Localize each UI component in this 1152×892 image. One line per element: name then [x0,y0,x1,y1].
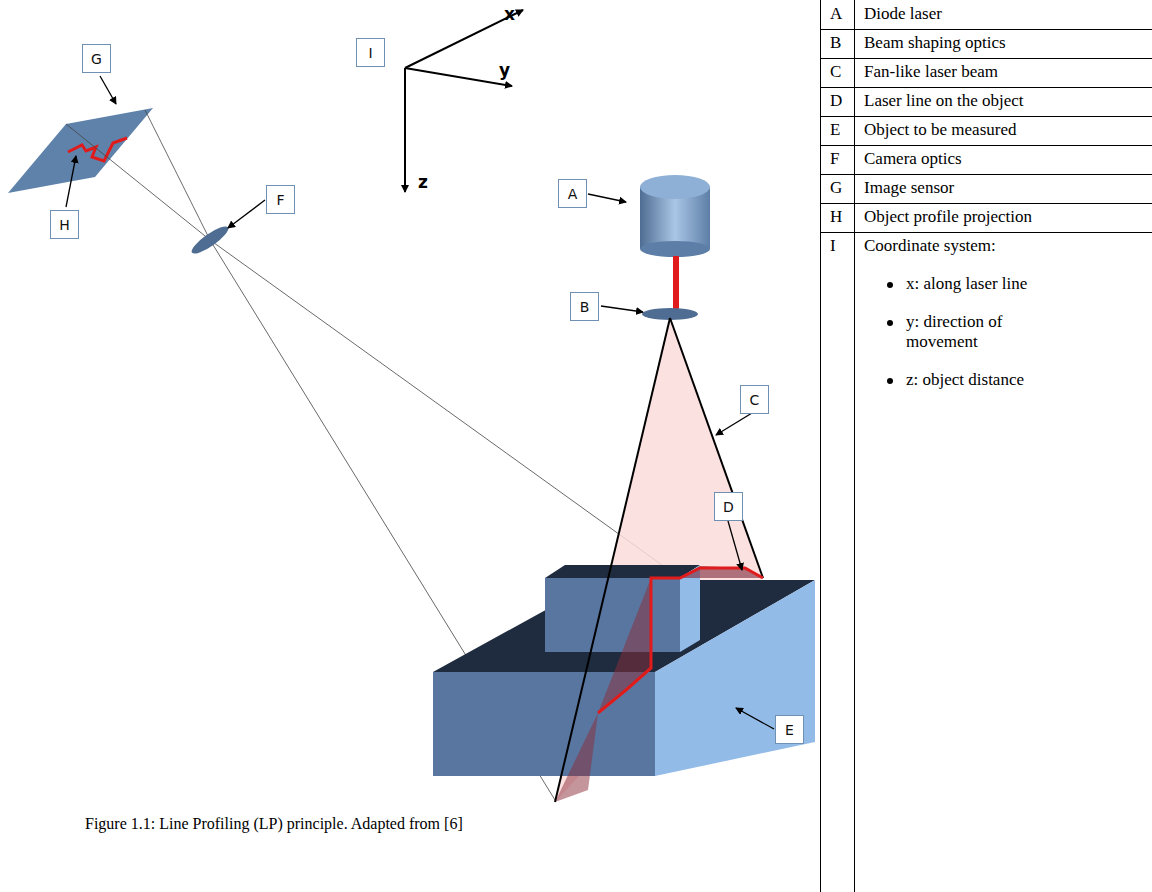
callout-box: F [266,185,295,214]
callout-letter: D [723,499,734,515]
coordinate-axes [405,10,523,192]
table-key: H [830,207,842,227]
camera-rays [66,110,680,800]
callout-box: I [356,38,385,67]
table-key: E [830,120,840,140]
callout-letter: A [568,186,578,202]
laser-beam [673,256,679,310]
table-text: Laser line on the object [864,91,1146,111]
bullet-dot [887,282,893,288]
image-sensor [8,108,153,193]
bullet-text: z: object distance [906,370,1034,390]
table-key: F [830,149,839,169]
axis-label: z [418,172,428,192]
callout-letter: H [59,217,70,233]
table-text: Image sensor [864,178,1146,198]
bullet-dot [887,378,893,384]
table-key: A [830,4,842,24]
laser-line [598,568,763,713]
table-rule [820,232,1152,233]
callout-letter: F [276,192,284,208]
table-rule [820,145,1152,146]
table-rule [820,116,1152,117]
table-text: Diode laser [864,4,1146,24]
table-text: Coordinate system: [864,236,1146,256]
callout-box: G [82,44,111,73]
table-text: Beam shaping optics [864,33,1146,53]
figure-caption: Figure 1.1: Line Profiling (LP) principl… [85,815,805,833]
callout-letter: C [750,392,760,408]
fan-on-object [555,578,651,802]
bullet-text: y: direction of movement [906,312,1034,352]
table-rule [820,58,1152,59]
fan-edges [555,318,763,802]
table-text: Object profile projection [864,207,1146,227]
callout-letter: G [91,51,102,67]
table-rule [854,0,855,892]
table-text: Object to be measured [864,120,1146,140]
table-key: C [830,62,841,82]
axis-label: x [504,4,515,24]
callout-letter: E [785,722,794,738]
callout-letter: I [368,45,372,61]
table-rule [820,174,1152,175]
diode-laser [640,175,710,257]
callout-letter: B [580,299,590,315]
table-text: Camera optics [864,149,1146,169]
table-rule [820,0,821,892]
table-key: I [830,236,836,256]
bullet-dot [887,320,893,326]
table-key: D [830,91,842,111]
table-rule [820,203,1152,204]
axis-label: y [499,60,510,80]
table-key: B [830,33,841,53]
table-key: G [830,178,842,198]
callout-box: B [570,292,599,321]
camera-optics [189,222,232,257]
callout-box: C [740,385,769,414]
leader-arrows [66,76,774,729]
table-text: Fan-like laser beam [864,62,1146,82]
callout-box: A [558,179,587,208]
table-rule [820,87,1152,88]
callout-box: H [50,210,79,239]
table-rule [820,29,1152,30]
callout-box: D [714,492,743,521]
callout-box: E [775,715,804,744]
bullet-text: x: along laser line [906,274,1034,294]
bullet-points [887,282,893,384]
